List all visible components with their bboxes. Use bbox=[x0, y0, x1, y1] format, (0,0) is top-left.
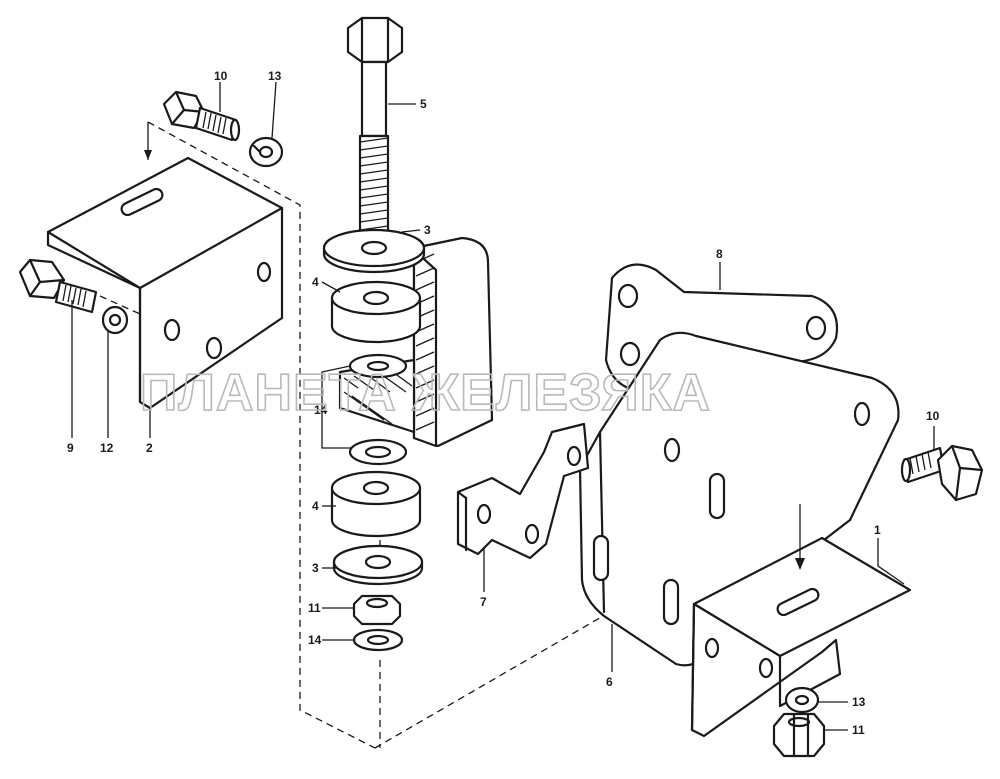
leader-lines bbox=[71, 81, 935, 731]
callout-4-upper: 4 bbox=[312, 275, 319, 289]
callout-1: 1 bbox=[874, 523, 881, 537]
part-2-upper-bracket bbox=[46, 122, 284, 410]
part-14-spacer-lower bbox=[348, 438, 408, 466]
part-9-bolt-left bbox=[18, 258, 98, 314]
part-7-stepped-strip bbox=[456, 422, 590, 560]
callout-14-lower: 14 bbox=[308, 633, 322, 647]
callout-9: 9 bbox=[67, 441, 74, 455]
part-4-cushion-lower bbox=[330, 470, 422, 538]
callout-10-upper: 10 bbox=[214, 69, 228, 83]
part-3-washer-lower bbox=[332, 544, 424, 586]
part-13-lock-washer-upper bbox=[248, 136, 284, 168]
callout-8: 8 bbox=[716, 247, 723, 261]
callout-6: 6 bbox=[606, 675, 613, 689]
callout-11-lower: 11 bbox=[852, 723, 865, 737]
frame-section bbox=[338, 236, 494, 448]
callout-14-upper: 14 bbox=[314, 403, 328, 417]
callout-13-upper: 13 bbox=[268, 69, 282, 83]
callout-3-lower: 3 bbox=[312, 561, 319, 575]
callout-13-lower: 13 bbox=[852, 695, 866, 709]
callout-10-lower: 10 bbox=[926, 409, 940, 423]
part-11-nut-center bbox=[352, 594, 402, 626]
part-14-spacer-upper bbox=[348, 353, 408, 379]
callout-12: 12 bbox=[100, 441, 114, 455]
part-12-lock-washer-left bbox=[101, 305, 129, 335]
part-10-bolt-right bbox=[900, 444, 984, 502]
part-11-nut-lower bbox=[772, 712, 826, 758]
callout-labels: 10 13 5 3 4 14 4 3 11 14 9 12 2 7 6 8 1 … bbox=[67, 69, 940, 737]
callout-11-center: 11 bbox=[308, 601, 321, 615]
part-3-washer-upper bbox=[322, 228, 426, 274]
part-5-long-bolt bbox=[346, 16, 404, 234]
callout-7: 7 bbox=[480, 595, 487, 609]
part-13-lock-washer-lower bbox=[784, 686, 820, 714]
callout-2: 2 bbox=[146, 441, 153, 455]
callout-3-upper: 3 bbox=[424, 223, 431, 237]
callout-4-lower: 4 bbox=[312, 499, 319, 513]
part-6-main-plate bbox=[578, 331, 900, 667]
watermark-text: ПЛАНЕТА ЖЕЛЕЗЯКА bbox=[140, 364, 711, 422]
part-10-bolt-upper bbox=[162, 90, 241, 142]
part-14-washer-bottom bbox=[352, 628, 404, 652]
part-4-cushion-upper bbox=[330, 280, 422, 344]
part-1-angle-bracket bbox=[690, 504, 912, 738]
callout-5: 5 bbox=[420, 97, 427, 111]
